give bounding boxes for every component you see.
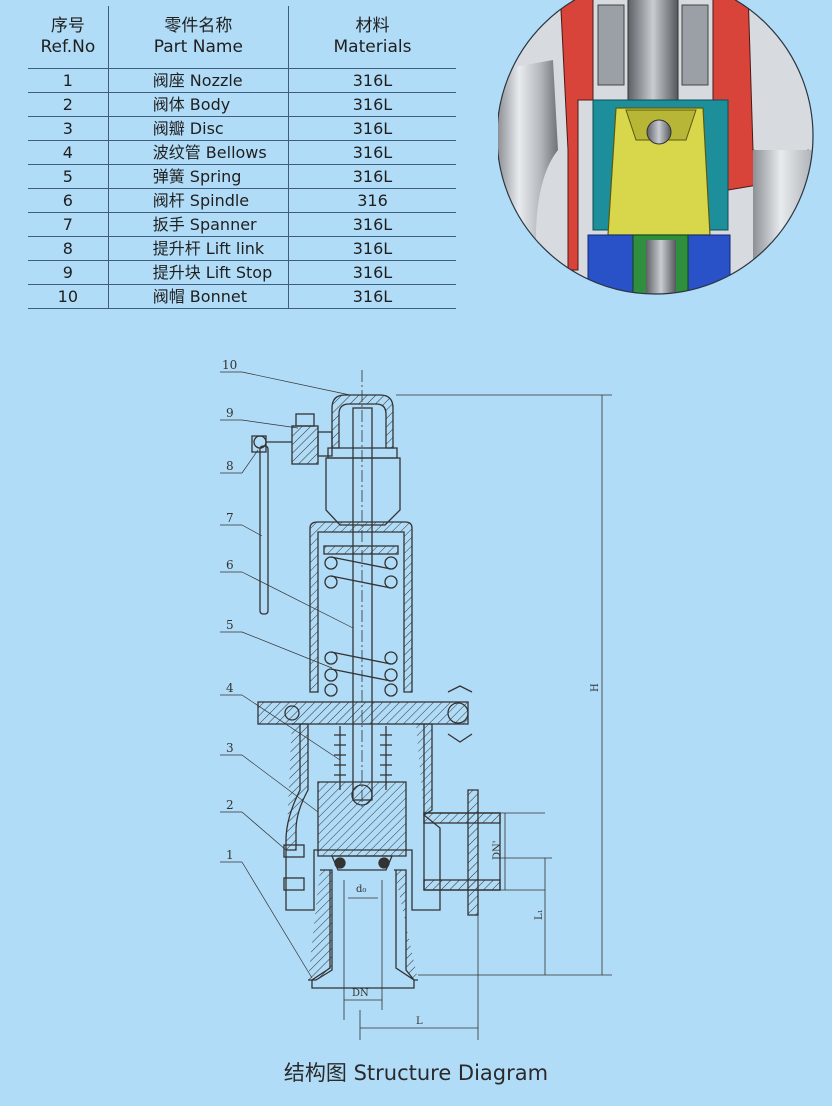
ref-no: 5 xyxy=(28,164,109,189)
spring-housing xyxy=(309,521,413,693)
part-name: 提升杆 Lift link xyxy=(107,236,289,261)
cutaway-ball xyxy=(646,119,672,145)
header-materials-cn: 材料 xyxy=(355,16,390,36)
ref-no: 1 xyxy=(28,68,109,93)
dim-label-l1: L₁ xyxy=(534,909,545,920)
ref-no: 10 xyxy=(28,284,109,309)
ref-no: 8 xyxy=(28,236,109,261)
callout-10: 10 xyxy=(222,358,237,372)
callout-8: 8 xyxy=(226,459,234,473)
structure-diagram: 10 9 8 7 6 5 4 3 2 1 H DN' L₁ d₀ DN L xyxy=(220,358,612,1040)
material: 316L xyxy=(287,68,456,93)
diagram-caption: 结构图 Structure Diagram xyxy=(283,1061,549,1085)
cutaway-nozzle-blue-left xyxy=(587,234,634,294)
callout-6: 6 xyxy=(226,558,234,572)
part-name: 阀瓣 Disc xyxy=(107,116,289,141)
part-name: 阀座 Nozzle xyxy=(107,68,289,93)
nozzle xyxy=(308,869,418,990)
header-ref-no-en: Ref.No xyxy=(40,37,96,57)
lift-link xyxy=(251,435,292,453)
ref-no: 2 xyxy=(28,92,109,117)
bellows xyxy=(334,726,392,790)
callout-9: 9 xyxy=(226,406,234,420)
callout-5: 5 xyxy=(226,618,234,632)
leader-lines xyxy=(220,371,354,979)
header-materials-en: Materials xyxy=(333,37,412,57)
part-name: 阀杆 Spindle xyxy=(107,188,289,213)
part-name: 扳手 Spanner xyxy=(107,212,289,237)
callout-3: 3 xyxy=(226,741,234,755)
body xyxy=(283,723,501,916)
ref-no: 6 xyxy=(28,188,109,213)
valve-cutaway-image xyxy=(498,0,814,295)
material: 316L xyxy=(287,284,456,309)
callout-4: 4 xyxy=(226,681,234,695)
material: 316L xyxy=(287,164,456,189)
cutaway-body-right xyxy=(753,150,813,294)
ref-no: 4 xyxy=(28,140,109,165)
bonnet xyxy=(325,394,401,526)
material: 316L xyxy=(287,212,456,237)
clamp-flange xyxy=(257,685,473,743)
part-name: 波纹管 Bellows xyxy=(107,140,289,165)
material: 316L xyxy=(287,92,456,117)
cutaway-nozzle-blue-right xyxy=(687,234,731,294)
disc xyxy=(317,781,407,871)
part-name: 弹簧 Spring xyxy=(107,164,289,189)
lift-stop xyxy=(291,413,333,465)
ref-no: 3 xyxy=(28,116,109,141)
dim-label-d0: d₀ xyxy=(356,884,366,895)
cutaway-thread-right xyxy=(681,4,709,86)
cutaway-stem xyxy=(627,0,679,111)
material: 316L xyxy=(287,116,456,141)
table-header-row: 序号 Ref.No 零件名称 Part Name 材料 Materials xyxy=(28,6,456,69)
part-name: 阀体 Body xyxy=(107,92,289,117)
header-part-name-en: Part Name xyxy=(153,37,243,57)
header-part-name-cn: 零件名称 xyxy=(164,16,233,36)
material: 316L xyxy=(287,236,456,261)
dim-label-l: L xyxy=(416,1016,423,1027)
part-name: 阀帽 Bonnet xyxy=(107,284,289,309)
dimension-lines xyxy=(343,394,612,1040)
dim-label-dn: DN xyxy=(352,988,369,999)
part-name: 提升块 Lift Stop xyxy=(107,260,289,285)
cutaway-thread-left xyxy=(597,4,625,86)
header-ref-no: 序号 Ref.No xyxy=(28,6,109,69)
callout-7: 7 xyxy=(226,511,234,525)
spring xyxy=(323,545,399,697)
callout-2: 2 xyxy=(226,798,234,812)
callout-1: 1 xyxy=(226,848,234,862)
header-ref-no-cn: 序号 xyxy=(50,16,85,36)
dim-label-dn-prime: DN' xyxy=(492,840,503,860)
dim-label-h: H xyxy=(590,683,601,692)
header-part-name: 零件名称 Part Name xyxy=(107,6,289,69)
ref-no: 9 xyxy=(28,260,109,285)
material: 316 xyxy=(287,188,456,213)
cutaway-frame xyxy=(498,0,814,295)
spanner xyxy=(259,445,269,615)
cutaway-nozzle-bore xyxy=(646,240,676,294)
ref-no: 7 xyxy=(28,212,109,237)
material: 316L xyxy=(287,140,456,165)
spindle xyxy=(351,370,373,810)
material: 316L xyxy=(287,260,456,285)
header-materials: 材料 Materials xyxy=(287,6,456,69)
